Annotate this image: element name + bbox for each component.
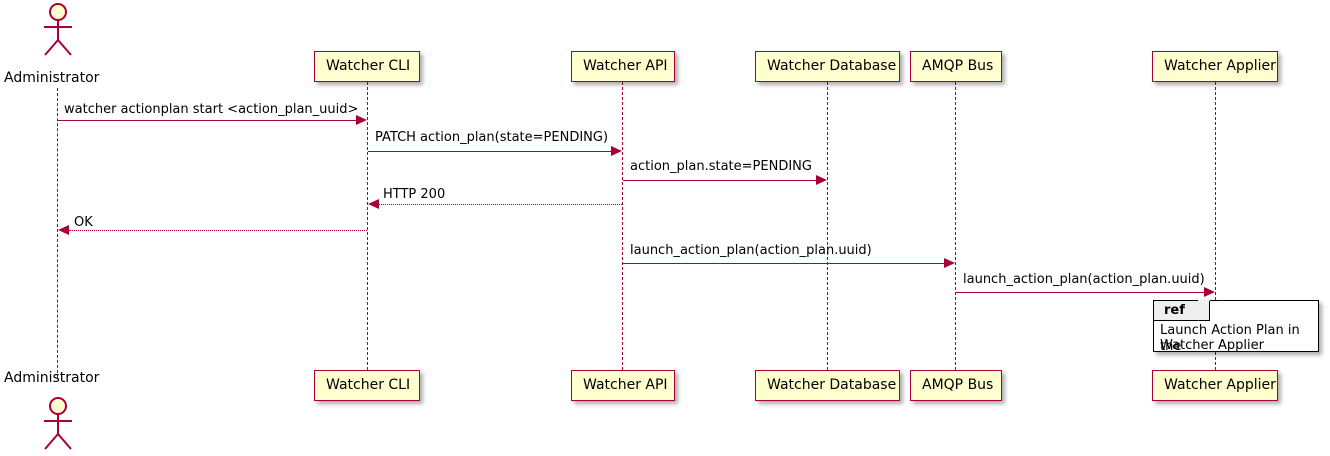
message-line-http-200 xyxy=(379,204,622,205)
ref-fragment-body-line-1: Launch Action Plan in the xyxy=(1160,323,1300,355)
actor-label-administrator-bottom: Administrator xyxy=(4,370,100,386)
participant-box-watcher-applier-top[interactable]: Watcher Applier xyxy=(1152,51,1278,82)
message-label-patch-action-plan: PATCH action_plan(state=PENDING) xyxy=(375,130,609,145)
participant-box-watcher-applier-bottom[interactable]: Watcher Applier xyxy=(1152,370,1278,401)
message-line-launch-action-plan-api-to-bus xyxy=(623,263,945,264)
message-label-ok: OK xyxy=(74,215,93,230)
ref-fragment-body-line-2: Watcher Applier xyxy=(1160,338,1264,353)
participant-box-watcher-cli-bottom[interactable]: Watcher CLI xyxy=(314,370,420,401)
participant-box-watcher-cli-top[interactable]: Watcher CLI xyxy=(314,51,420,82)
message-arrowhead-launch-action-plan-api-to-bus xyxy=(944,258,955,268)
lifeline-watcher-api xyxy=(622,82,623,370)
message-arrowhead-action-plan-state-pending xyxy=(816,175,827,185)
message-label-launch-action-plan-api-to-bus: launch_action_plan(action_plan.uuid) xyxy=(630,243,872,258)
participant-box-amqp-bus-top[interactable]: AMQP Bus xyxy=(910,51,1002,82)
participant-box-watcher-api-bottom[interactable]: Watcher API xyxy=(571,370,675,401)
message-arrowhead-watcher-actionplan-start xyxy=(356,115,367,125)
message-line-watcher-actionplan-start xyxy=(58,120,357,121)
lifeline-watcher-applier xyxy=(1215,82,1216,370)
participant-box-watcher-database-top[interactable]: Watcher Database xyxy=(755,51,900,82)
message-arrowhead-patch-action-plan xyxy=(611,146,622,156)
actor-label-administrator-top: Administrator xyxy=(4,70,100,86)
message-label-launch-action-plan-bus-to-applier: launch_action_plan(action_plan.uuid) xyxy=(963,272,1205,287)
ref-fragment-tab-label: ref xyxy=(1154,300,1210,321)
message-label-http-200: HTTP 200 xyxy=(383,187,446,202)
lifeline-watcher-database xyxy=(827,82,828,370)
lifeline-watcher-cli xyxy=(367,82,368,370)
participant-box-watcher-api-top[interactable]: Watcher API xyxy=(571,51,675,82)
message-arrowhead-launch-action-plan-bus-to-applier xyxy=(1204,287,1215,297)
message-arrowhead-http-200 xyxy=(368,199,379,209)
message-line-action-plan-state-pending xyxy=(623,180,817,181)
actor-administrator-top xyxy=(44,3,72,56)
actor-administrator-bottom xyxy=(44,397,72,450)
participant-box-watcher-database-bottom[interactable]: Watcher Database xyxy=(755,370,900,401)
message-arrowhead-ok xyxy=(58,225,69,235)
lifeline-administrator xyxy=(57,88,58,378)
ref-fragment: ref Launch Action Plan in the Watcher Ap… xyxy=(1153,300,1319,354)
message-line-patch-action-plan xyxy=(368,151,612,152)
lifeline-amqp-bus xyxy=(955,82,956,370)
message-label-watcher-actionplan-start: watcher actionplan start <action_plan_uu… xyxy=(64,102,359,117)
ref-fragment-tab-slant xyxy=(1210,300,1223,322)
message-line-launch-action-plan-bus-to-applier xyxy=(956,292,1205,293)
message-label-action-plan-state-pending: action_plan.state=PENDING xyxy=(630,159,812,174)
participant-box-amqp-bus-bottom[interactable]: AMQP Bus xyxy=(910,370,1002,401)
message-line-ok xyxy=(69,230,367,231)
